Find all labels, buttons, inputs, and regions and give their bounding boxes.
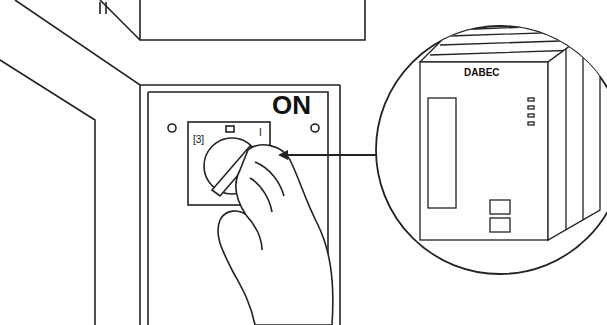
pointer-arrow <box>280 154 384 156</box>
cabinet <box>0 0 365 325</box>
hand <box>218 145 333 325</box>
plc-module <box>420 24 600 240</box>
position-marker: I <box>259 128 262 138</box>
switch-state-label: ON <box>272 92 311 118</box>
position-marker: [3] <box>193 135 204 145</box>
brand-label: DABEC <box>464 68 500 78</box>
